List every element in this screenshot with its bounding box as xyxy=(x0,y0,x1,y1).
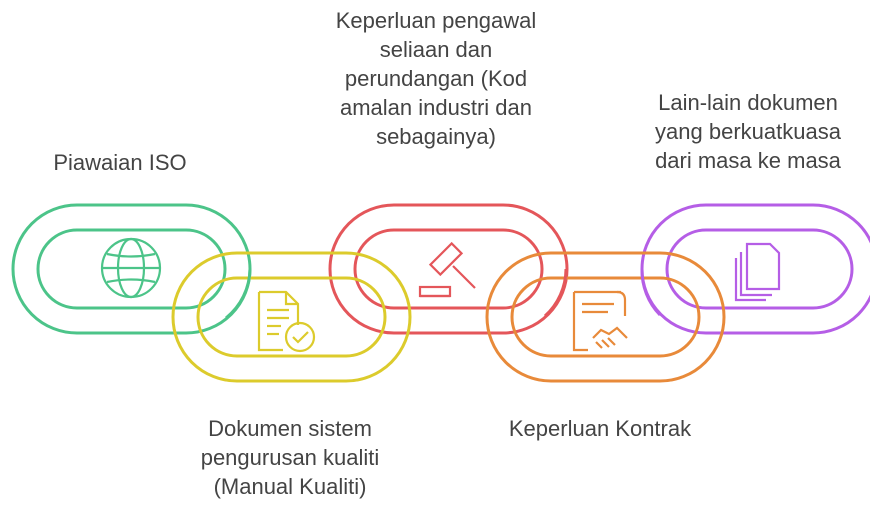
chain-link-purple xyxy=(640,203,870,335)
interlock-purple-over xyxy=(640,268,662,317)
label-keperluan-pengawal: Keperluan pengawal seliaan dan perundang… xyxy=(335,8,537,149)
label-dokumen-sistem: Dokumen sistem pengurusan kualiti (Manua… xyxy=(200,416,380,499)
label-lain-lain-dokumen: Lain-lain dokumen yang berkuatkuasa dari… xyxy=(655,90,841,173)
chain-link-yellow xyxy=(171,251,412,383)
chain-link-orange xyxy=(485,251,726,383)
interlock-green-over xyxy=(225,268,252,320)
stacked-documents-icon xyxy=(734,242,781,302)
label-keperluan-kontrak: Keperluan Kontrak xyxy=(508,416,692,441)
document-check-icon xyxy=(257,290,316,353)
interlock-red-over xyxy=(543,268,568,318)
contract-handshake-icon xyxy=(572,290,628,352)
chain-link-red xyxy=(328,203,569,335)
gavel-icon xyxy=(418,241,476,298)
label-piawaian-iso: Piawaian ISO xyxy=(53,150,187,175)
globe-icon xyxy=(100,237,162,299)
